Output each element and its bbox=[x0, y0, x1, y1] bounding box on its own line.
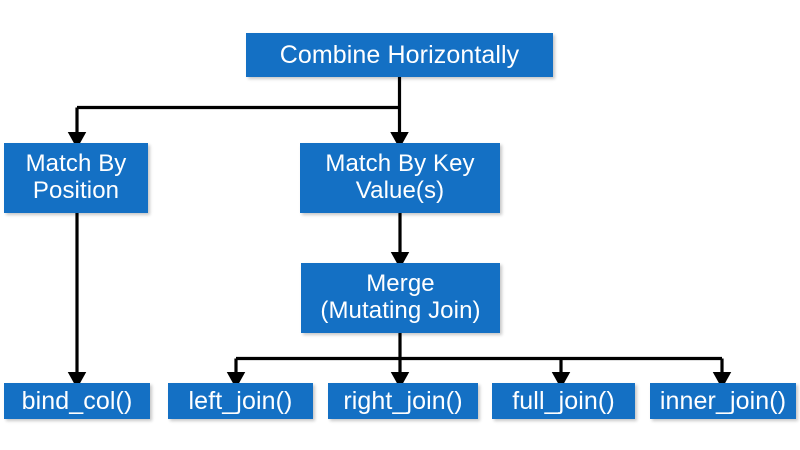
node-right-join[interactable]: right_join() bbox=[328, 383, 478, 419]
node-match-by-key-values[interactable]: Match By Key Value(s) bbox=[300, 143, 500, 213]
node-merge-mutating-join[interactable]: Merge (Mutating Join) bbox=[301, 263, 500, 333]
node-bind-col[interactable]: bind_col() bbox=[4, 383, 150, 419]
node-combine-horizontally[interactable]: Combine Horizontally bbox=[246, 33, 553, 77]
node-full-join[interactable]: full_join() bbox=[492, 383, 635, 419]
node-match-by-position[interactable]: Match By Position bbox=[4, 143, 148, 213]
node-inner-join[interactable]: inner_join() bbox=[650, 383, 796, 419]
node-left-join[interactable]: left_join() bbox=[168, 383, 313, 419]
